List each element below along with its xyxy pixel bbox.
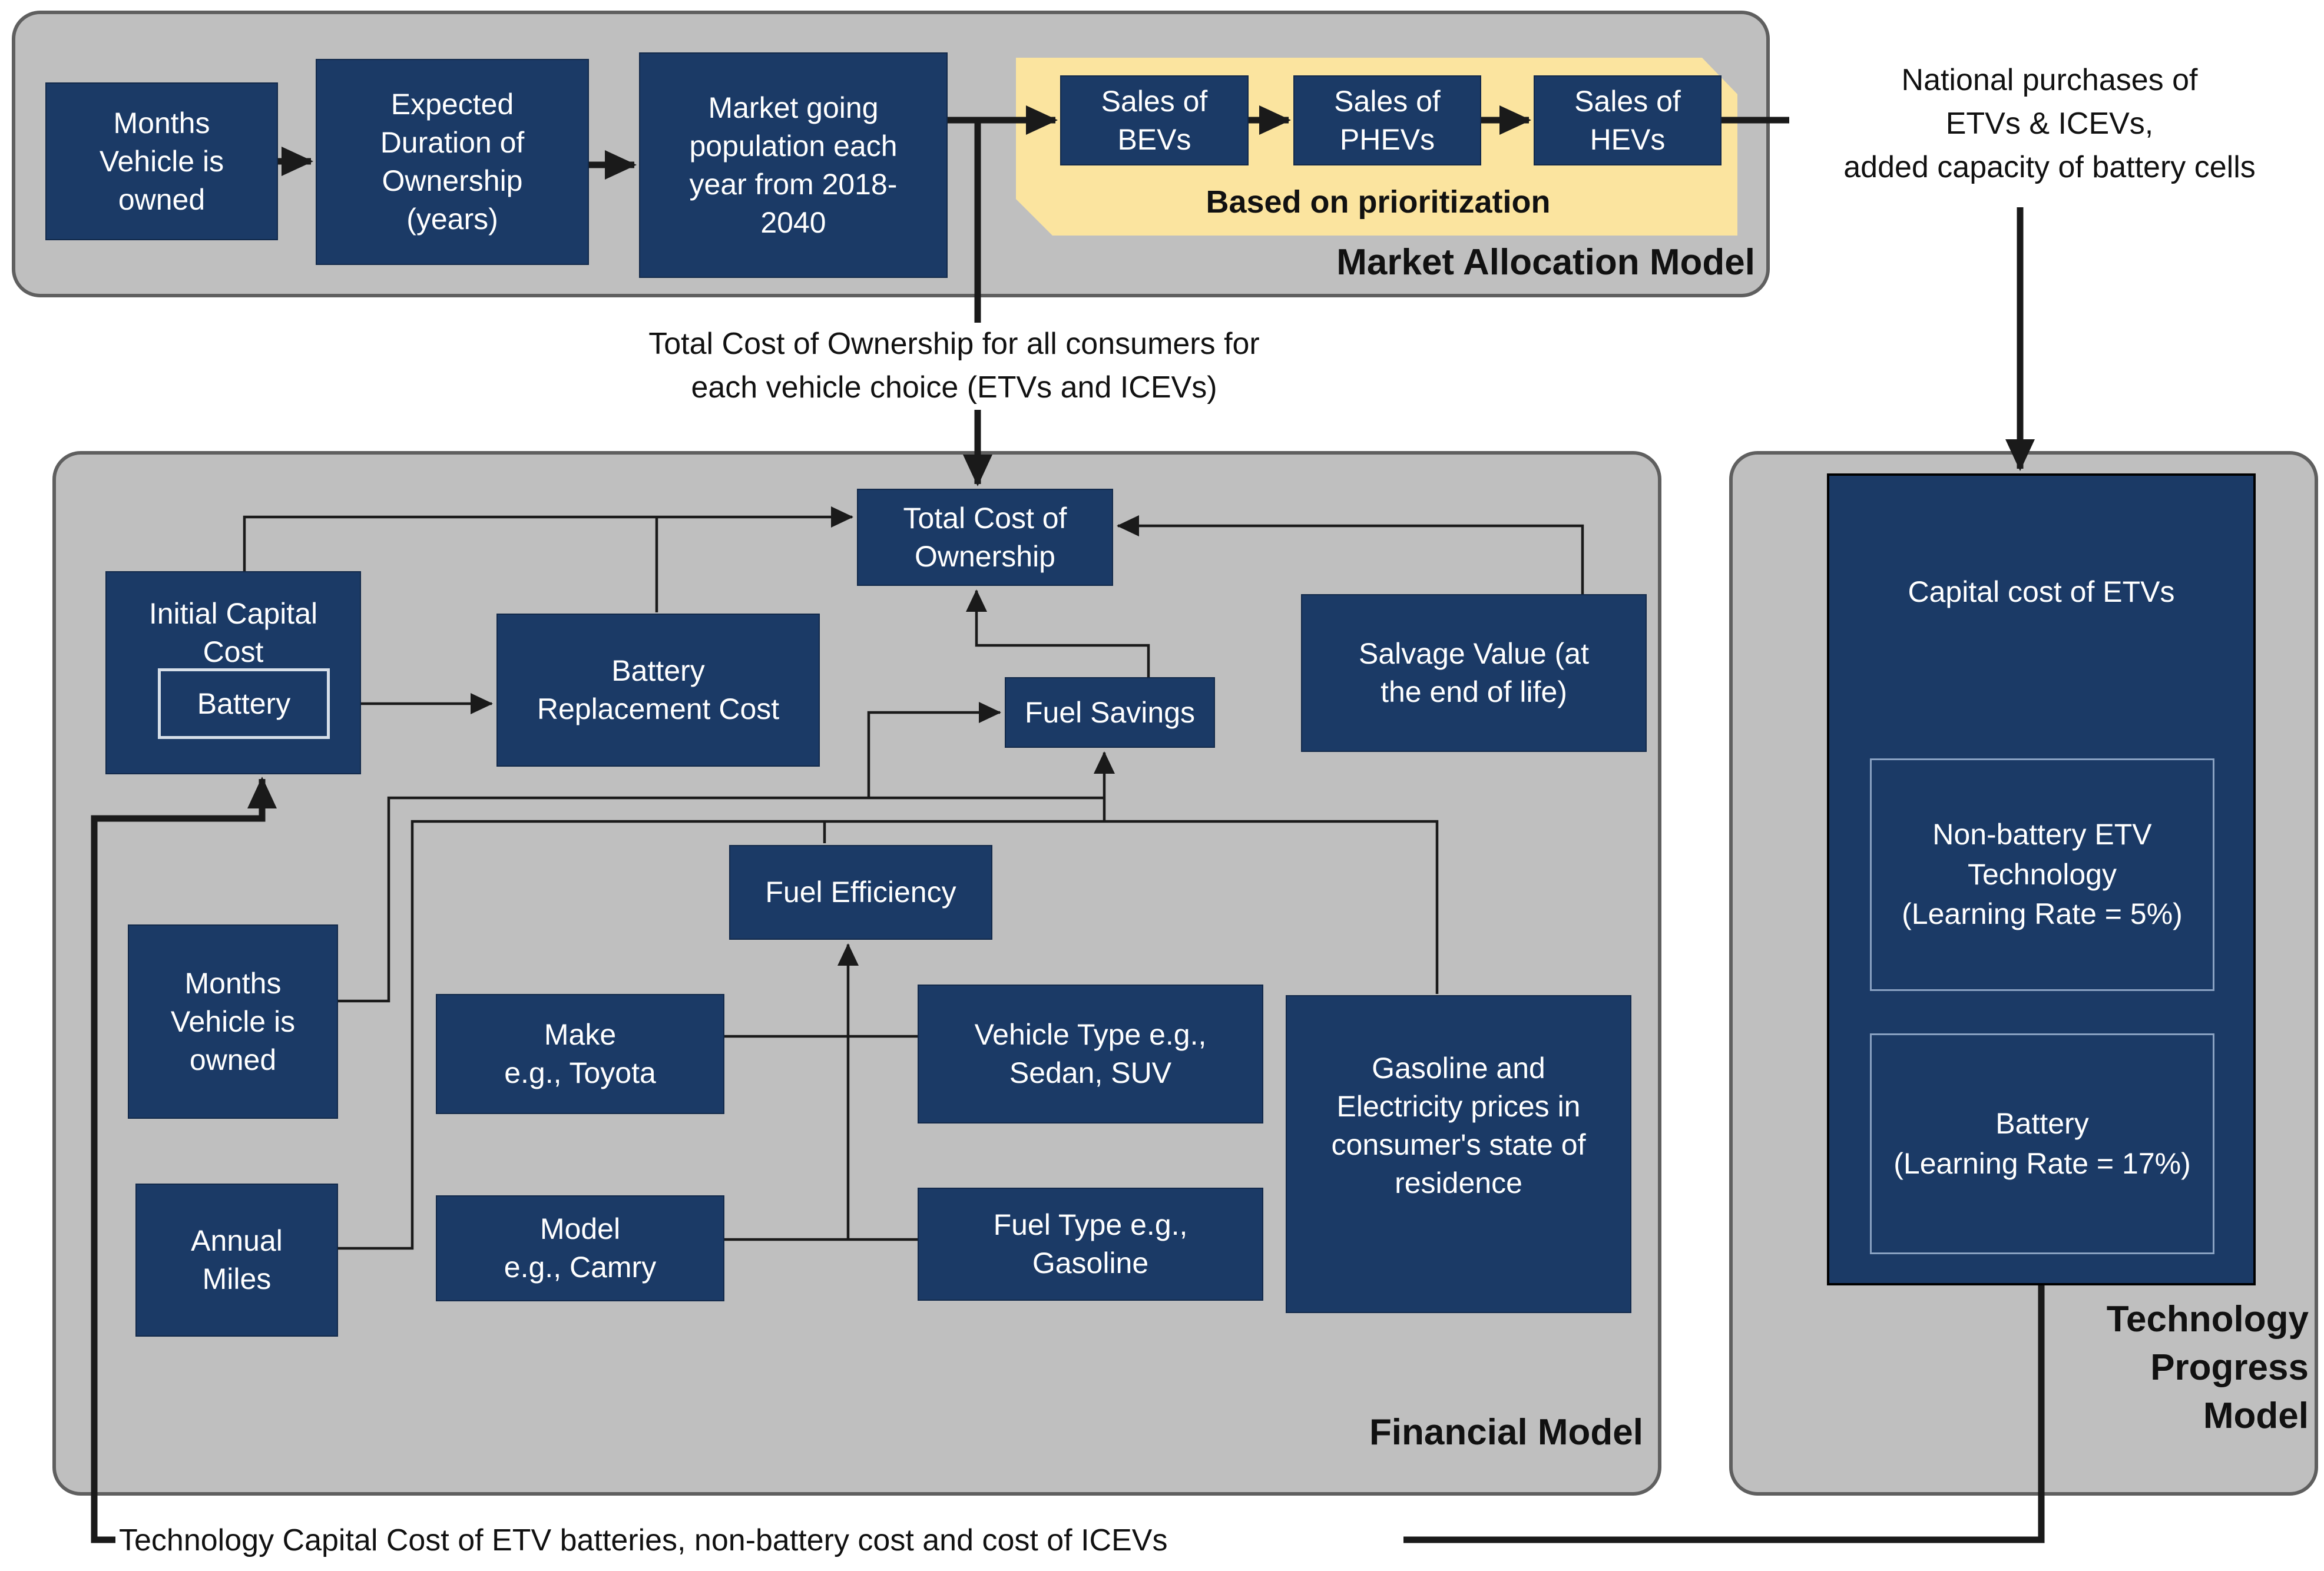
expected-duration-box: Expected Duration of Ownership (years) bbox=[316, 59, 589, 265]
capital-cost-etvs-box: Capital cost of ETVs bbox=[1827, 473, 2256, 1285]
total-cost-ownership-box: Total Cost of Ownership bbox=[857, 489, 1113, 586]
fuel-type-box: Fuel Type e.g., Gasoline bbox=[918, 1188, 1263, 1301]
market-allocation-label: Market Allocation Model bbox=[1336, 242, 1755, 283]
tco-consumers-note: Total Cost of Ownership for all consumer… bbox=[565, 323, 1343, 410]
make-box: Make e.g., Toyota bbox=[436, 994, 724, 1114]
market-population-box: Market going population each year from 2… bbox=[639, 52, 948, 278]
gas-electricity-box: Gasoline and Electricity prices in consu… bbox=[1286, 995, 1631, 1313]
fuel-savings-box: Fuel Savings bbox=[1005, 677, 1215, 748]
sales-hevs-box: Sales of HEVs bbox=[1534, 75, 1722, 165]
battery-chip-box: Battery bbox=[158, 668, 330, 739]
months-owned-top-box: Months Vehicle is owned bbox=[45, 82, 278, 240]
model-box: Model e.g., Camry bbox=[436, 1195, 724, 1301]
financial-model-label: Financial Model bbox=[1369, 1412, 1643, 1453]
battery-replacement-box: Battery Replacement Cost bbox=[496, 614, 820, 767]
annual-miles-box: Annual Miles bbox=[135, 1184, 338, 1337]
sales-phevs-box: Sales of PHEVs bbox=[1293, 75, 1481, 165]
fuel-efficiency-box: Fuel Efficiency bbox=[729, 845, 992, 940]
non-battery-etv-box: Non-battery ETV Technology (Learning Rat… bbox=[1870, 758, 2214, 991]
prioritization-caption: Based on prioritization bbox=[1206, 184, 1551, 220]
battery-learning-box: Battery (Learning Rate = 17%) bbox=[1870, 1033, 2214, 1254]
national-purchases-note: National purchases of ETVs & ICEVs, adde… bbox=[1843, 63, 2256, 184]
bottom-feedback-note: Technology Capital Cost of ETV batteries… bbox=[115, 1519, 1403, 1563]
months-owned-lower-box: Months Vehicle is owned bbox=[128, 924, 338, 1119]
salvage-value-box: Salvage Value (at the end of life) bbox=[1301, 594, 1647, 752]
vehicle-type-box: Vehicle Type e.g., Sedan, SUV bbox=[918, 985, 1263, 1123]
technology-progress-label: Technology Progress Model bbox=[2106, 1299, 2309, 1436]
sales-bevs-box: Sales of BEVs bbox=[1060, 75, 1249, 165]
